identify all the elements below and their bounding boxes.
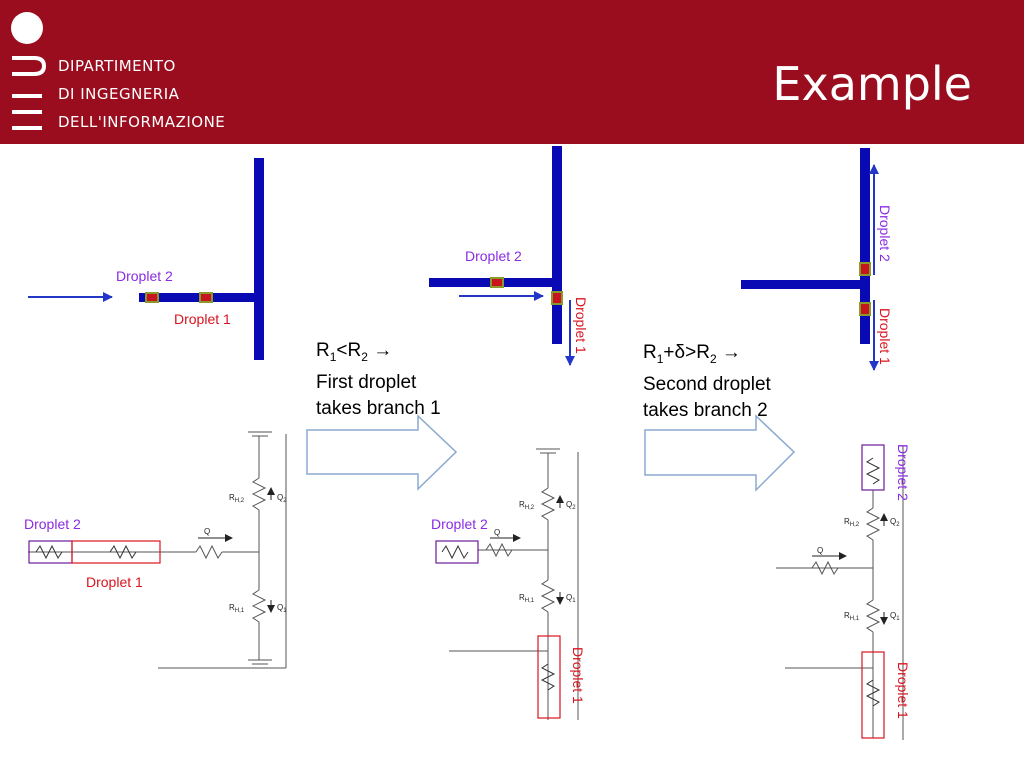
droplet-1-label: Droplet 1: [174, 311, 231, 327]
circuit-panel-3: [776, 444, 904, 740]
q2-label: Q2: [890, 517, 900, 528]
droplet-2-label: Droplet 2: [465, 248, 522, 264]
rh2-label: RH,2: [844, 517, 860, 528]
department-line-3: DELL'INFORMAZIONE: [58, 113, 226, 131]
droplet-1-label: Droplet 1: [877, 308, 893, 365]
droplet-2-label: Droplet 2: [24, 516, 81, 532]
block-arrow-right-2: [644, 414, 796, 492]
condition-2-line-2: takes branch 2: [643, 399, 768, 421]
q1-label: Q1: [277, 603, 287, 614]
department-line-1: DIPARTIMENTO: [58, 57, 176, 75]
rh1-label: RH,1: [229, 603, 245, 614]
department-line-2: DI INGEGNERIA: [58, 85, 180, 103]
condition-2: R1+δ>R2 → Second droplet takes branch 2: [643, 340, 771, 424]
header-bar: [0, 0, 1024, 144]
q2-label: Q2: [277, 493, 287, 504]
droplet-2-label: Droplet 2: [431, 516, 488, 532]
rh1-label: RH,1: [844, 611, 860, 622]
droplet-2-label: Droplet 2: [116, 268, 173, 284]
condition-2-line-1: Second droplet: [643, 373, 771, 395]
rh2-label: RH,2: [229, 493, 245, 504]
condition-1-line-1: First droplet: [316, 371, 417, 393]
droplet-1-label: Droplet 1: [570, 647, 586, 704]
q1-label: Q1: [890, 611, 900, 622]
q2-label: Q2: [566, 500, 576, 511]
q1-label: Q1: [566, 593, 576, 604]
circuit-panel-2: [435, 448, 579, 720]
rh1-label: RH,1: [519, 593, 535, 604]
condition-2-formula: R1+δ>R2 →: [643, 342, 741, 366]
page-title: Example: [772, 57, 972, 111]
university-logo: [11, 12, 47, 130]
t-junction-panel-2: [429, 146, 575, 366]
block-arrow-right-1: [306, 414, 458, 491]
department-name: DIPARTIMENTO DI INGEGNERIA DELL'INFORMAZ…: [58, 52, 225, 136]
condition-1: R1<R2 → First droplet takes branch 1: [316, 338, 441, 422]
droplet-1-label: Droplet 1: [86, 574, 143, 590]
rh2-label: RH,2: [519, 500, 535, 511]
circuit-panel-1: [28, 431, 287, 669]
droplet-1-label: Droplet 1: [895, 662, 911, 719]
droplet-1-label: Droplet 1: [573, 297, 589, 354]
arrow-right-icon: →: [721, 342, 741, 363]
t-junction-panel-1: [28, 158, 264, 360]
arrow-right-icon: →: [373, 340, 393, 361]
q-label: Q: [204, 527, 210, 536]
condition-1-line-2: takes branch 1: [316, 397, 441, 419]
t-junction-panel-3: [741, 148, 879, 371]
droplet-2-label: Droplet 2: [895, 444, 911, 501]
condition-1-formula: R1<R2 →: [316, 340, 393, 364]
droplet-2-label: Droplet 2: [877, 205, 893, 262]
q-label: Q: [817, 546, 823, 555]
q-label: Q: [494, 528, 500, 537]
